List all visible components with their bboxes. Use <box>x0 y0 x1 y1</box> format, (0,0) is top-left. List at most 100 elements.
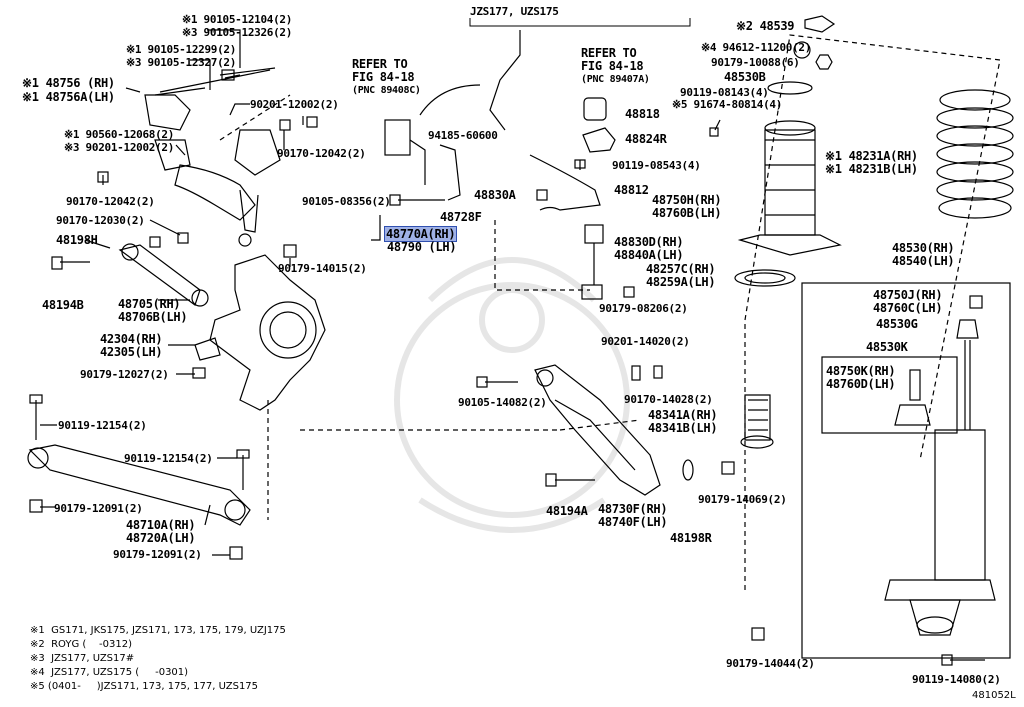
footnote: ※1 GS171, JKS175, JZS171, 173, 175, 179,… <box>30 625 286 636</box>
part-callout[interactable]: 90179-14069(2) <box>698 493 787 506</box>
part-callout[interactable]: ※1 48231A(RH) <box>825 149 918 163</box>
leader-line <box>190 59 211 90</box>
part-callout[interactable]: 48818 <box>625 107 660 121</box>
coil-spring <box>936 89 1014 219</box>
part-callout[interactable]: 48730F(RH) <box>598 502 668 516</box>
part-callout[interactable]: ※1 48231B(LH) <box>825 162 918 176</box>
part-callout[interactable]: 48705(RH) <box>118 297 181 311</box>
part-callout[interactable]: ※5 91674-80814(4) <box>672 98 783 111</box>
part-callout[interactable]: 48760D(LH) <box>826 377 896 391</box>
trailing-arm <box>534 364 661 496</box>
part-callout[interactable]: 48830D(RH) <box>614 235 684 249</box>
part-callout[interactable]: 48824R <box>625 132 667 146</box>
shock-absorber-box <box>801 282 1011 659</box>
part-callout-highlighted[interactable]: 48770A(RH) <box>383 226 458 242</box>
footnote: ※3 JZS177, UZS17# <box>30 653 135 664</box>
part-callout[interactable]: 48750H(RH) <box>652 193 722 207</box>
part-callout[interactable]: 48728F <box>440 210 482 224</box>
part-callout[interactable]: 90201-12002(2) <box>250 98 339 111</box>
part-callout[interactable]: 90170-14028(2) <box>624 393 713 406</box>
part-callout[interactable]: 90170-12042(2) <box>277 147 366 160</box>
footnote: ※2 ROYG ( -0312) <box>30 639 132 650</box>
part-callout[interactable]: 42305(LH) <box>100 345 163 359</box>
part-callout[interactable]: 48530B <box>724 70 766 84</box>
part-callout[interactable]: 48194A <box>546 504 588 518</box>
leader-line <box>84 239 111 249</box>
part-callout[interactable]: 90170-12030(2) <box>56 214 145 227</box>
part-callout[interactable]: 48530G <box>876 317 918 331</box>
part-callout[interactable]: 48198R <box>670 531 712 545</box>
leader-line <box>204 504 211 526</box>
part-callout[interactable]: 90119-08543(4) <box>612 159 701 172</box>
air-spring <box>734 15 842 287</box>
part-callout[interactable]: 48830A <box>474 188 516 202</box>
leader-line <box>175 144 186 156</box>
part-callout[interactable]: 48710A(RH) <box>126 518 196 532</box>
part-callout[interactable]: ※3 90105-12326(2) <box>182 26 293 39</box>
part-callout[interactable]: 90179-08206(2) <box>599 302 688 315</box>
part-callout[interactable]: 42304(RH) <box>100 332 163 346</box>
highlighted-part-number[interactable]: 48770A(RH) <box>383 226 458 242</box>
part-callout[interactable]: 48750J(RH) <box>873 288 943 302</box>
part-callout[interactable]: 48530(RH) <box>892 241 955 255</box>
part-callout[interactable]: 90105-08356(2) <box>302 195 391 208</box>
part-callout[interactable]: 48760B(LH) <box>652 206 722 220</box>
bushings <box>582 97 774 449</box>
part-callout[interactable]: 90179-12091(2) <box>113 548 202 561</box>
part-callout[interactable]: 90179-12027(2) <box>80 368 169 381</box>
part-callout[interactable]: 48259A(LH) <box>646 275 716 289</box>
figure-reference-link[interactable]: FIG 84-18 <box>581 59 644 73</box>
watermark-emblem <box>394 257 630 533</box>
part-callout[interactable]: ※3 90105-12327(2) <box>126 56 237 69</box>
figure-reference-link[interactable]: FIG 84-18 <box>352 70 415 84</box>
part-callout[interactable]: 90105-14082(2) <box>458 396 547 409</box>
leader-line <box>371 215 381 241</box>
part-callout[interactable]: 90170-12042(2) <box>66 195 155 208</box>
part-callout[interactable]: ※1 48756 (RH) <box>22 76 115 90</box>
refer-to-label: REFER TO <box>352 57 408 71</box>
part-callout[interactable]: 90119-14080(2) <box>912 673 1001 686</box>
part-callout[interactable]: ※4 94612-11200(2) <box>701 41 812 54</box>
lower-arm-assembly <box>27 243 251 526</box>
leader-line <box>125 87 141 93</box>
part-callout[interactable]: 48530K <box>866 340 908 354</box>
part-callout[interactable]: ※2 48539 <box>736 19 795 33</box>
footnote: ※5 (0401- )JZS171, 173, 175, 177, UZS175 <box>30 681 259 692</box>
part-callout[interactable]: 48812 <box>614 183 649 197</box>
part-callout[interactable]: 90179-10088(6) <box>711 56 800 69</box>
part-callout[interactable]: 48750K(RH) <box>826 364 896 378</box>
part-callout[interactable]: 48257C(RH) <box>646 262 716 276</box>
part-callout[interactable]: ※1 90105-12299(2) <box>126 43 237 56</box>
part-callout[interactable]: ※1 90105-12104(2) <box>182 13 293 26</box>
part-callout[interactable]: 90179-14044(2) <box>726 657 815 670</box>
part-callout[interactable]: 48540(LH) <box>892 254 955 268</box>
part-callout[interactable]: 48706B(LH) <box>118 310 188 324</box>
stabilizer-assembly <box>384 18 691 300</box>
part-callout[interactable]: 90179-12091(2) <box>54 502 143 515</box>
part-callout[interactable]: 48740F(LH) <box>598 515 668 529</box>
part-callout[interactable]: ※1 90560-12068(2) <box>64 128 175 141</box>
footnote: ※4 JZS177, UZS175 ( -0301) <box>30 667 189 678</box>
part-callout[interactable]: 48790 (LH) <box>387 240 457 254</box>
part-callout[interactable]: ※3 90201-12002(2) <box>64 141 175 154</box>
part-callout[interactable]: 48194B <box>42 298 84 312</box>
leader-line <box>149 219 181 236</box>
knuckle-assembly <box>194 254 326 411</box>
part-callout[interactable]: 48341B(LH) <box>648 421 718 435</box>
part-callout[interactable]: 90119-08143(4) <box>680 86 769 99</box>
part-callout[interactable]: 48198H <box>56 233 98 247</box>
part-callout[interactable]: 90201-14020(2) <box>601 335 690 348</box>
leader-line <box>229 103 250 116</box>
part-callout[interactable]: 48720A(LH) <box>126 531 196 545</box>
part-callout[interactable]: 48760C(LH) <box>873 301 943 315</box>
upper-arm-assembly <box>144 69 281 247</box>
part-callout[interactable]: 90119-12154(2) <box>124 452 213 465</box>
part-callout[interactable]: 48341A(RH) <box>648 408 718 422</box>
part-callout[interactable]: 90179-14015(2) <box>278 262 367 275</box>
model-applicability-label: JZS177, UZS175 <box>470 5 559 18</box>
part-callout[interactable]: 90119-12154(2) <box>58 419 147 432</box>
part-callout[interactable]: ※1 48756A(LH) <box>22 90 115 104</box>
part-callout[interactable]: 48840A(LH) <box>614 248 684 262</box>
part-callout[interactable]: 94185-60600 <box>428 129 498 142</box>
